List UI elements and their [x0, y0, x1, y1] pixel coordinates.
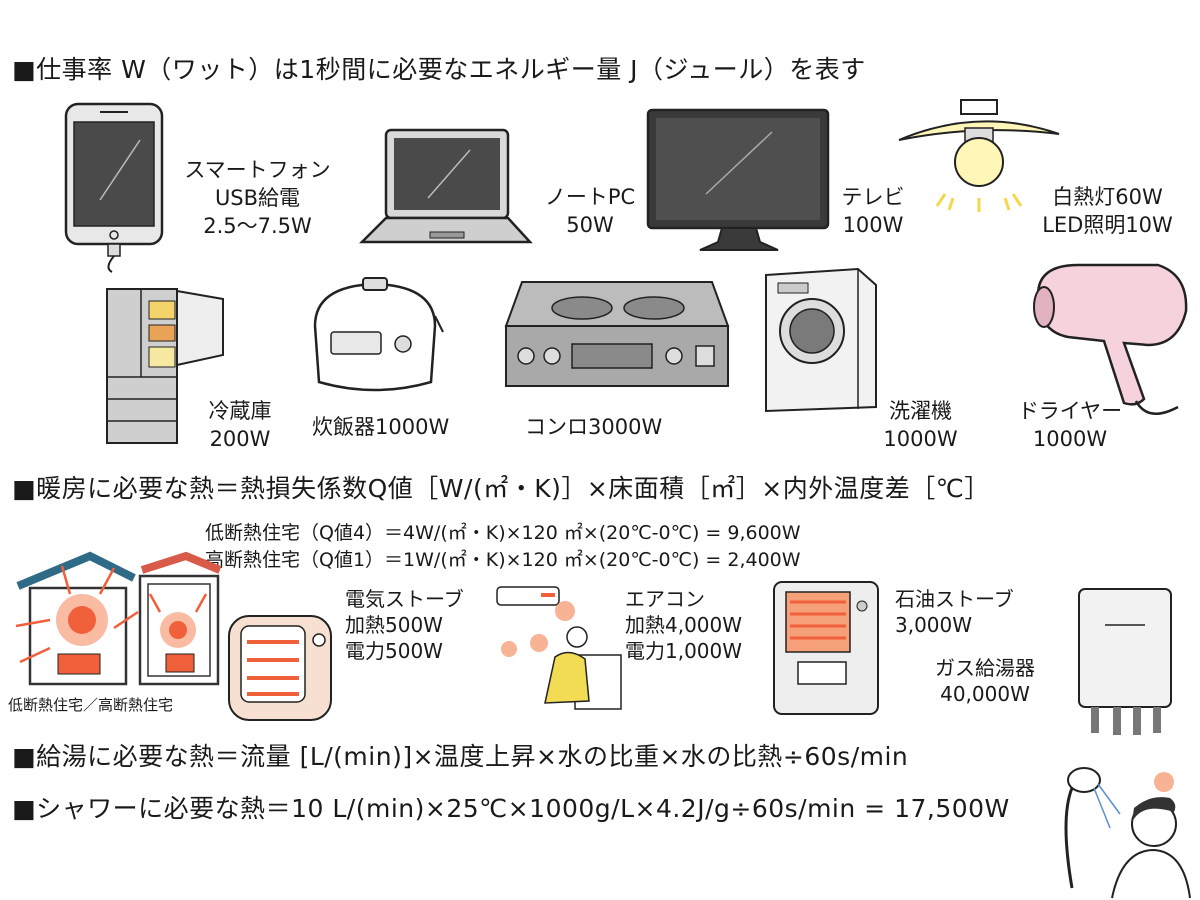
refrigerator-icon: [106, 288, 224, 444]
laptop-label: ノートPC 50W: [544, 185, 636, 237]
kerosene-heater-icon: [773, 581, 879, 715]
laptop-icon: [358, 128, 533, 244]
electric-heater-label: 電気ストーブ 加熱500W 電力500W: [345, 587, 464, 663]
heading-heating: ■暖房に必要な熱＝熱損失係数Q値［W/(㎡・K)］×床面積［㎡］×内外温度差［℃…: [12, 474, 990, 503]
tv-label: テレビ 100W: [841, 185, 905, 237]
formula-low-insulation: 低断熱住宅（Q値4）＝4W/(㎡・K)×120 ㎡×(20℃-0℃) = 9,6…: [205, 522, 801, 544]
rice-cooker-icon: [313, 277, 444, 392]
light-bulb-icon: [898, 99, 1060, 212]
washer-label: 洗濯機 1000W: [883, 399, 958, 451]
shower-person-icon: [1064, 767, 1191, 899]
gas-water-heater-icon: [1078, 588, 1172, 735]
stove-label: コンロ3000W: [525, 415, 663, 439]
tv-icon: [646, 108, 830, 251]
dryer-label: ドライヤー 1000W: [1017, 399, 1123, 451]
heading-hot-water: ■給湯に必要な熱＝流量 [L/(min)]×温度上昇×水の比重×水の比熱÷60s…: [12, 742, 909, 771]
formula-high-insulation: 高断熱住宅（Q値1）＝1W/(㎡・K)×120 ㎡×(20℃-0℃) = 2,4…: [205, 549, 801, 571]
rice-cooker-label: 炊飯器1000W: [312, 415, 450, 439]
gas-water-heater-label: ガス給湯器 40,000W: [935, 656, 1035, 706]
heading-power: ■仕事率 W（ワット）は1秒間に必要なエネルギー量 J（ジュール）を表す: [12, 55, 866, 84]
smartphone-label: スマートフォン USB給電 2.5〜7.5W: [184, 158, 331, 238]
houses-heat-loss-icon: [15, 551, 222, 686]
houses-caption: 低断熱住宅／高断熱住宅: [8, 696, 174, 714]
smartphone-icon: [64, 102, 164, 273]
hair-dryer-icon: [1033, 263, 1188, 415]
heading-shower: ■シャワーに必要な熱＝10 L/(min)×25℃×1000g/L×4.2J/g…: [12, 794, 1010, 823]
fridge-label: 冷蔵庫 200W: [208, 399, 272, 451]
air-conditioner-person-icon: [496, 586, 622, 710]
bulb-label: 白熱灯60W LED照明10W: [1042, 185, 1173, 237]
air-conditioner-label: エアコン 加熱4,000W 電力1,000W: [625, 587, 743, 663]
kerosene-heater-label: 石油ストーブ 3,000W: [895, 587, 1014, 637]
gas-stove-icon: [504, 281, 730, 387]
washing-machine-icon: [765, 267, 877, 413]
electric-heater-icon: [228, 615, 332, 721]
